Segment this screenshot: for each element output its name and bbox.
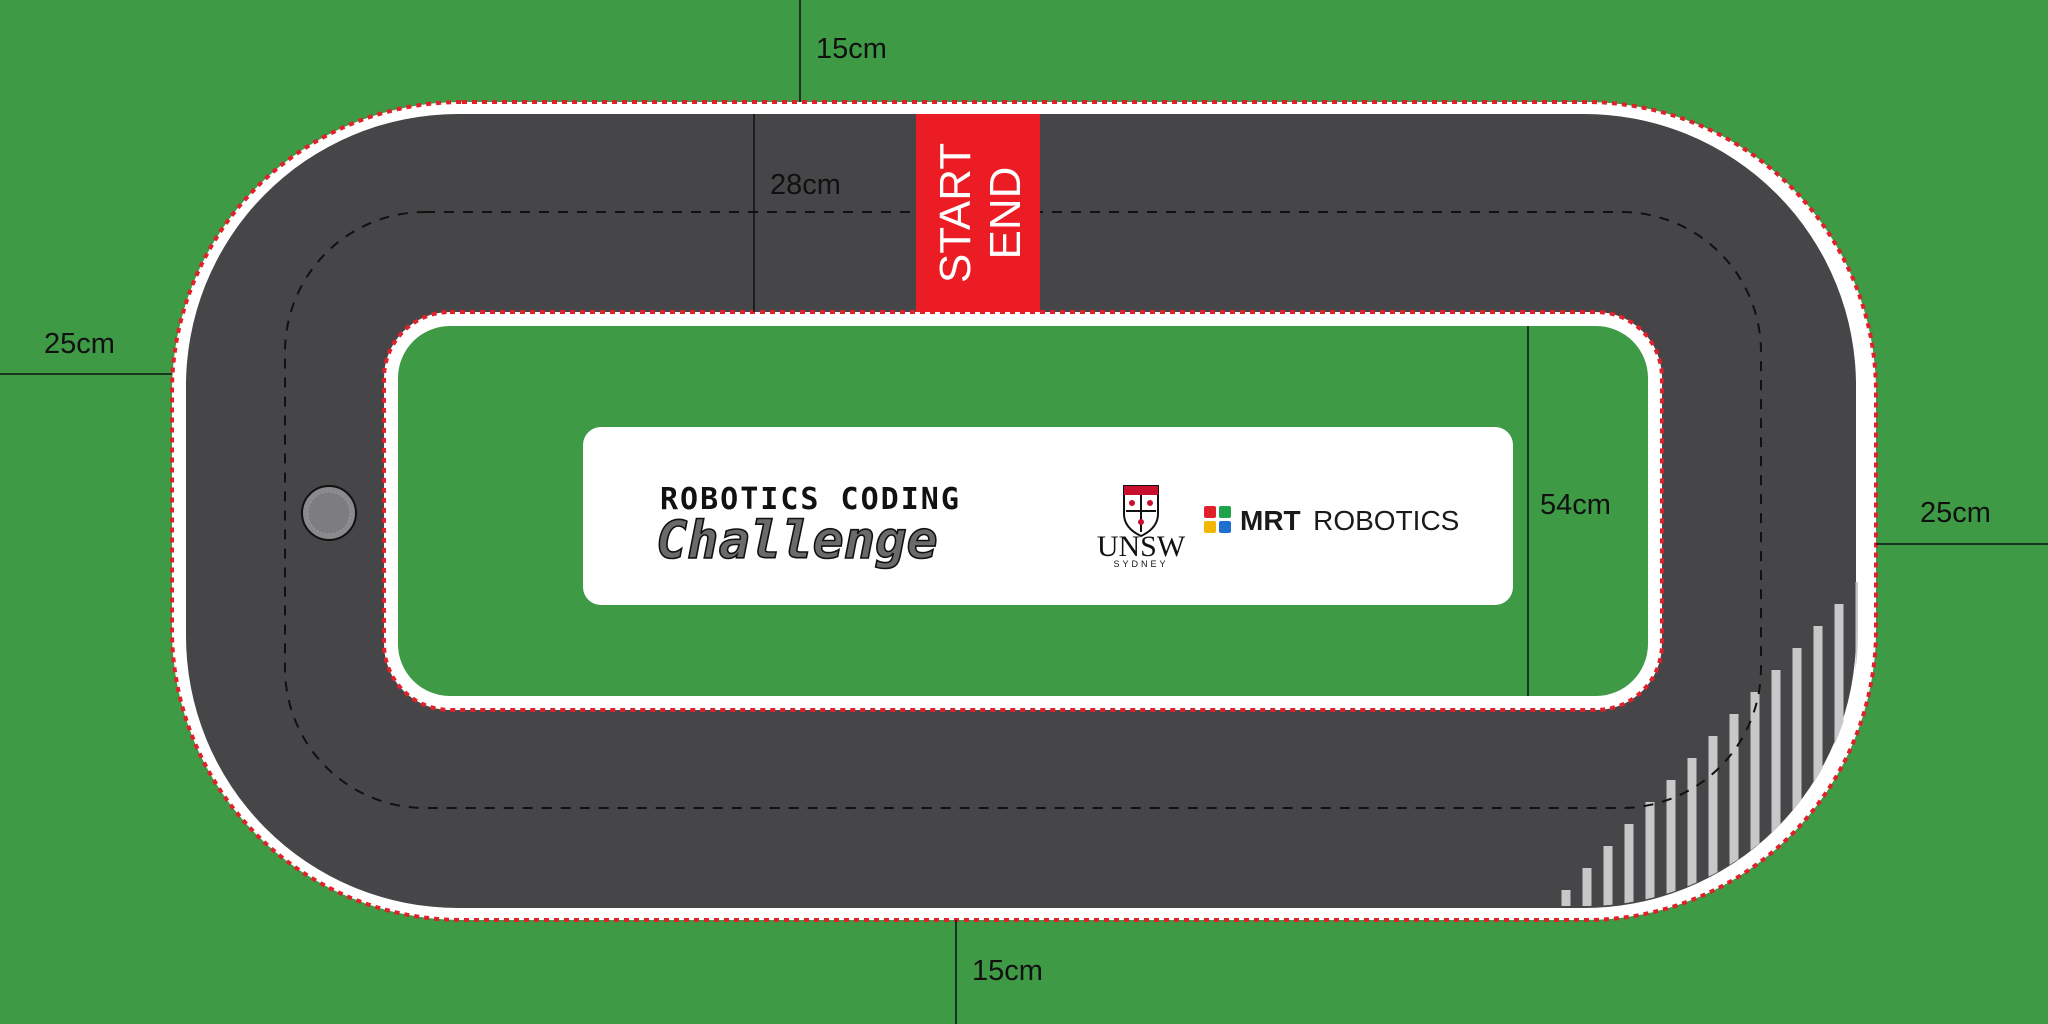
challenge-title-line1: ROBOTICS CODING bbox=[660, 482, 961, 517]
sponsor-banner bbox=[583, 427, 1513, 605]
start-label: START bbox=[931, 143, 980, 283]
challenge-title-line2: Challenge bbox=[656, 511, 938, 571]
unsw-crest-icon bbox=[1123, 485, 1159, 538]
outer-curb-red-edge bbox=[170, 100, 1878, 922]
unsw-sub-wordmark: SYDNEY bbox=[1113, 559, 1168, 569]
start-end-block bbox=[916, 114, 1040, 312]
mrt-logo-icon bbox=[1204, 506, 1231, 533]
unsw-wordmark: UNSW bbox=[1097, 530, 1186, 563]
dim-top-label: 15cm bbox=[816, 33, 887, 65]
dim-inner-height-label: 54cm bbox=[1540, 489, 1611, 521]
mrt-wordmark-light: ROBOTICS bbox=[1313, 505, 1459, 536]
dim-right-label: 25cm bbox=[1920, 497, 1991, 529]
dim-bottom-label: 15cm bbox=[972, 955, 1043, 987]
end-label: END bbox=[981, 167, 1030, 260]
circle-marker-icon bbox=[301, 485, 357, 541]
mrt-robotics-wordmark: MRT ROBOTICS bbox=[1240, 505, 1459, 536]
mrt-wordmark-bold: MRT bbox=[1240, 505, 1301, 536]
dim-left-label: 25cm bbox=[44, 328, 115, 360]
dim-track-width-label: 28cm bbox=[770, 169, 841, 201]
